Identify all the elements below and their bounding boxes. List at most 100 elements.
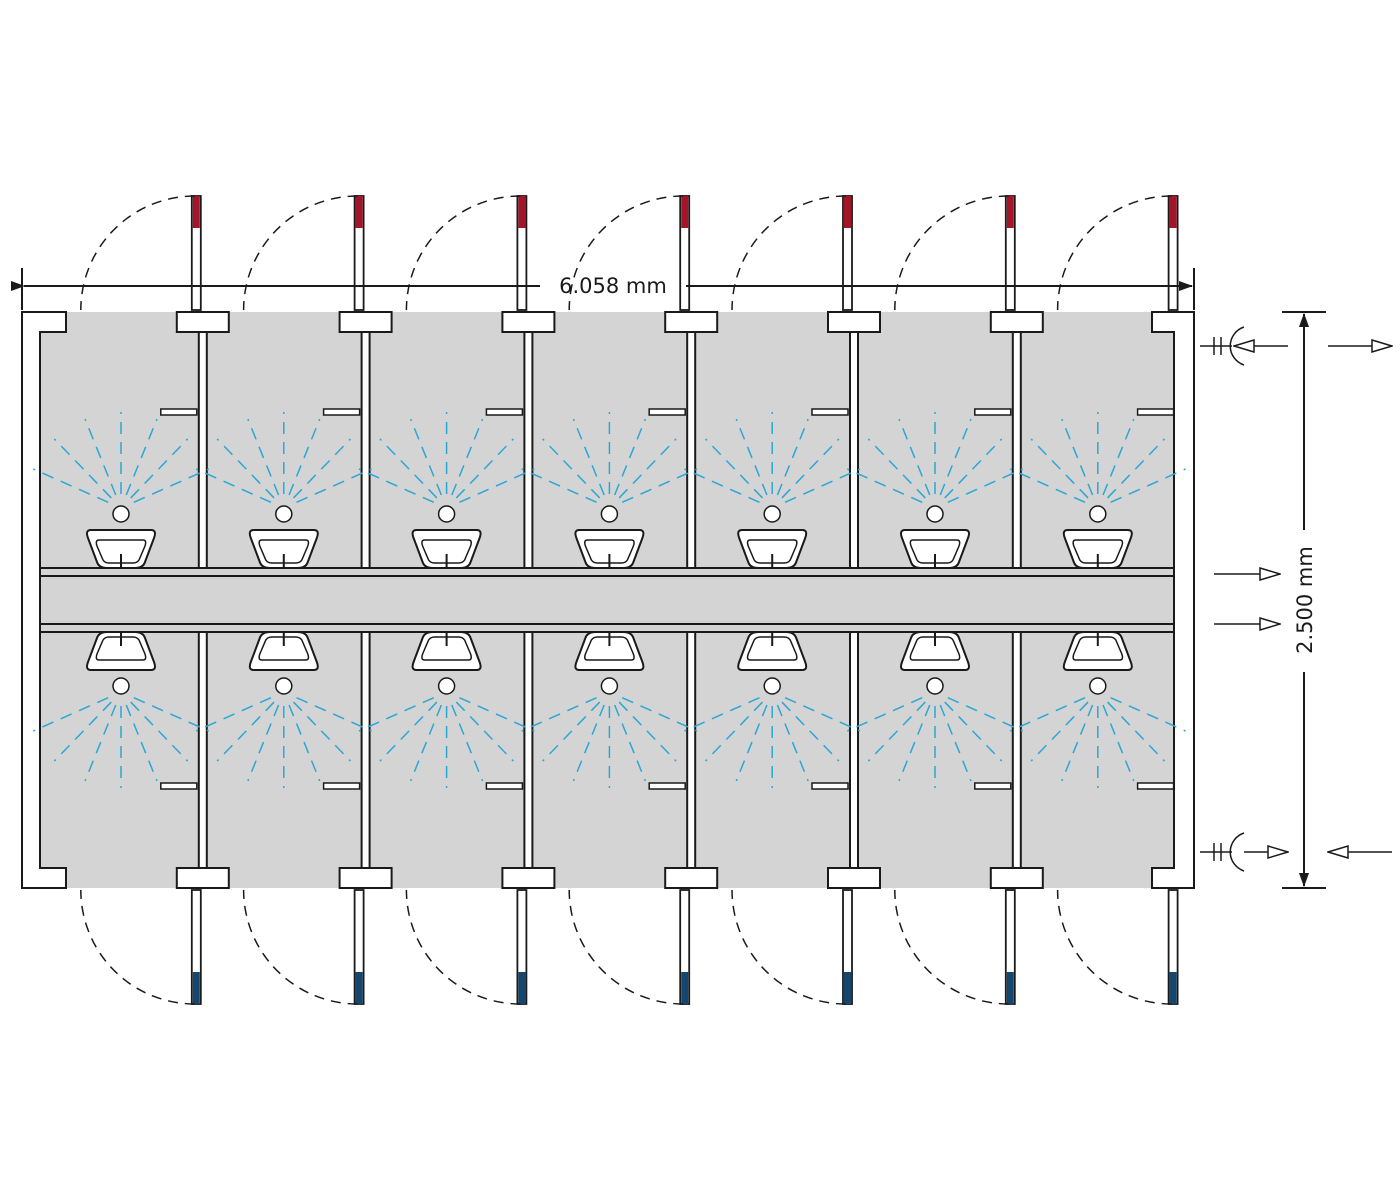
door-swing-arc — [405, 889, 521, 1005]
sink-bowl — [746, 636, 798, 661]
spray-ray — [542, 701, 601, 762]
door-edge-mark — [518, 972, 526, 1004]
spray-ray — [455, 438, 514, 499]
spray-ray — [133, 468, 210, 503]
spray-ray — [53, 438, 112, 499]
person-head — [112, 505, 130, 523]
partition-wall — [849, 631, 859, 869]
door-swing-arc — [731, 195, 847, 311]
cabin — [32, 195, 230, 1005]
spray-ray — [409, 704, 443, 782]
door-frame — [664, 311, 719, 333]
width-label: 6.058 mm — [559, 274, 667, 298]
spray-ray — [130, 438, 189, 499]
person-head — [275, 677, 293, 695]
door-edge-mark — [844, 972, 851, 1004]
door-frame — [989, 867, 1044, 889]
spray-ray — [358, 468, 435, 503]
spray-ray — [84, 704, 117, 782]
shower-spray-icon — [846, 412, 1024, 503]
spray-ray — [704, 701, 764, 762]
spray-ray — [1110, 697, 1186, 732]
shelf — [648, 782, 686, 790]
spray-ray — [451, 704, 484, 782]
spray-ray — [296, 468, 372, 503]
sink-bowl — [583, 539, 635, 564]
spray-ray — [572, 418, 605, 496]
spray-ray — [618, 438, 677, 499]
door-swing-arc — [894, 195, 1009, 311]
sink-bowl — [95, 539, 147, 564]
spray-ray — [1102, 418, 1135, 496]
sink-bowl — [95, 636, 147, 661]
water-supply-icon — [1200, 832, 1288, 872]
shower-spray-icon — [846, 697, 1024, 788]
door-edge-mark — [1169, 196, 1177, 228]
sink-bowl — [909, 539, 961, 564]
door-edge-mark — [355, 972, 363, 1004]
shelf — [322, 408, 361, 416]
spray-ray — [216, 701, 275, 762]
spray-ray — [1106, 701, 1166, 762]
spray-ray — [1061, 704, 1094, 782]
spray-ray — [1110, 468, 1186, 503]
door-swing-arc — [1056, 195, 1172, 311]
spray-ray — [781, 701, 840, 762]
person-head — [1089, 505, 1107, 523]
height-label: 2.500 mm — [1293, 546, 1317, 654]
sink-icon — [86, 529, 156, 569]
shelf — [811, 782, 849, 790]
door-swing-arc — [405, 195, 521, 311]
shower-spray-icon — [684, 412, 861, 503]
shower-spray-icon — [32, 697, 210, 788]
spray-ray — [867, 438, 926, 499]
spray-ray — [459, 468, 535, 503]
spray-ray — [618, 701, 677, 762]
spray-ray — [1009, 468, 1086, 503]
shelf — [1136, 408, 1175, 416]
sink-bowl — [1072, 636, 1124, 661]
sink-icon — [1062, 529, 1133, 569]
spray-ray — [846, 697, 923, 732]
spray-ray — [613, 418, 647, 496]
flow-arrows — [1214, 346, 1392, 852]
partition-wall — [523, 631, 534, 869]
cabin — [1009, 195, 1186, 1005]
installation-wall — [39, 567, 1175, 633]
door-swing-arc — [568, 889, 684, 1005]
shower-spray-icon — [1009, 697, 1186, 788]
spray-ray — [379, 701, 438, 762]
sink-bowl — [746, 539, 798, 564]
spray-ray — [898, 418, 931, 496]
water-supply-icon — [1200, 326, 1288, 366]
spray-ray — [288, 704, 321, 782]
spray-ray — [292, 701, 352, 762]
shower-spray-icon — [521, 697, 698, 788]
door-swing-arc — [731, 889, 847, 1005]
sink-bowl — [1072, 539, 1124, 564]
partition-wall — [1011, 631, 1022, 869]
spray-ray — [521, 468, 597, 503]
spray-ray — [133, 697, 210, 732]
door-edge-mark — [355, 196, 363, 228]
height-dimension: 2.500 mm — [1282, 311, 1326, 889]
partition-wall — [849, 331, 859, 569]
spray-ray — [292, 438, 352, 499]
spray-ray — [867, 701, 926, 762]
spray-ray — [784, 468, 861, 503]
shelf — [160, 408, 198, 416]
shelf — [485, 408, 524, 416]
cabin — [195, 195, 393, 1005]
sink-icon — [574, 631, 645, 671]
partition-wall — [197, 631, 208, 869]
shelf — [974, 782, 1012, 790]
spray-ray — [735, 704, 768, 782]
shower-spray-icon — [521, 412, 698, 503]
sink-bowl — [421, 539, 473, 564]
spray-ray — [621, 468, 698, 503]
shower-spray-icon — [195, 697, 372, 788]
person-head — [1089, 677, 1107, 695]
spray-ray — [939, 418, 972, 496]
person-head — [926, 505, 944, 523]
door-frame — [175, 311, 230, 333]
